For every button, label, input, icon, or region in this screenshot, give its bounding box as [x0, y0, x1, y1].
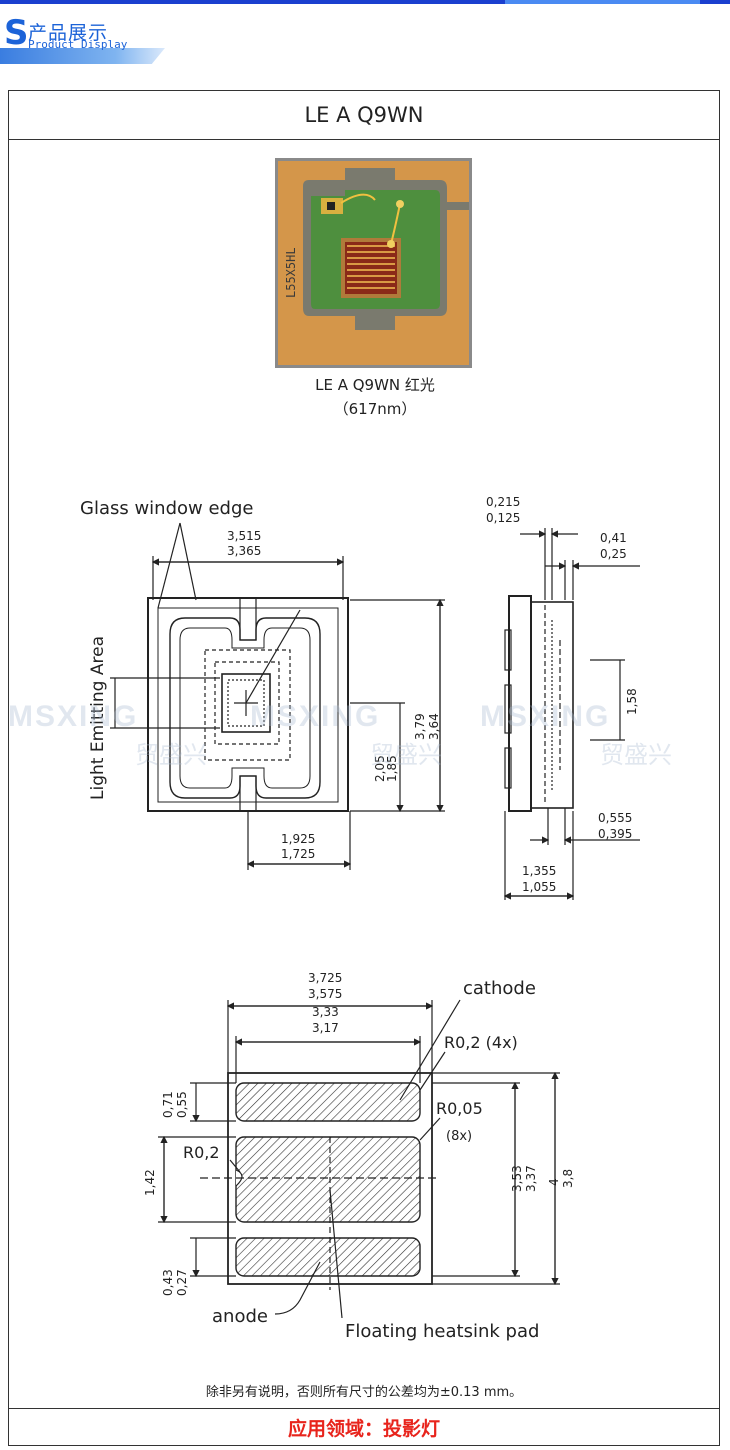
dim-center-max: 2,05	[373, 755, 387, 782]
label-r005: R0,05	[436, 1099, 483, 1118]
label-cathode: cathode	[463, 978, 536, 999]
dim-side-c: 1,58	[625, 688, 639, 715]
product-wavelength: （617nm）	[333, 400, 417, 418]
dim-pad-w1-min: 3,575	[308, 987, 342, 1001]
led-chip-photo: L55X5HL	[275, 158, 472, 368]
chip-marking: L55X5HL	[284, 247, 298, 298]
dim-pad-h1-min: 0,55	[175, 1091, 189, 1118]
dim-side-a-min: 0,125	[486, 511, 520, 525]
product-title: LE A Q9WN	[9, 91, 719, 140]
dim-top-width-max: 3,515	[227, 529, 261, 543]
side-view	[503, 528, 640, 900]
header-letter: S	[4, 13, 29, 53]
watermark-brand-cn: 贸盛兴	[135, 741, 207, 769]
header-title-cn: 产品展示	[28, 22, 109, 44]
label-glass-window-edge: Glass window edge	[80, 498, 253, 519]
watermark-brand-cn: 贸盛兴	[370, 741, 442, 769]
top-view	[110, 522, 445, 870]
label-light-emitting-area: Light Emitting Area	[88, 636, 108, 800]
dim-pad-w2-max: 3,33	[312, 1005, 339, 1019]
dim-pad-v2-max: 4	[547, 1178, 561, 1186]
watermark-brand-cn: 贸盛兴	[600, 741, 672, 769]
dim-side-b-max: 0,41	[600, 531, 627, 545]
label-anode: anode	[212, 1306, 268, 1327]
label-r005-8x: (8x)	[446, 1129, 472, 1144]
dim-pad-w1-max: 3,725	[308, 971, 342, 985]
product-table: LE A Q9WN 应用领域：投影灯	[8, 90, 720, 1446]
watermark-brand: MSXING	[480, 700, 611, 733]
application-field: 应用领域：投影灯	[9, 1408, 719, 1445]
dim-pad-h3-max: 0,43	[161, 1269, 175, 1296]
top-rule	[0, 0, 730, 4]
tolerance-note: 除非另有说明，否则所有尺寸的公差均为±0.13 mm。	[205, 1385, 523, 1400]
footprint-view	[158, 999, 560, 1319]
dim-side-a-max: 0,215	[486, 495, 520, 509]
top-rule-accent	[505, 0, 700, 4]
dim-side-d-min: 0,395	[598, 827, 632, 841]
label-r02-4x: R0,2 (4x)	[444, 1033, 518, 1052]
dim-pad-v1-min: 3,37	[524, 1165, 538, 1192]
header-title-en: Product Display	[28, 38, 128, 51]
header-band	[0, 48, 165, 64]
dim-center-min: 1,85	[385, 755, 399, 782]
dim-height-min: 3,64	[427, 713, 441, 740]
dim-top-width-min: 3,365	[227, 544, 261, 558]
dim-height-max: 3,79	[413, 713, 427, 740]
dim-side-d-max: 0,555	[598, 811, 632, 825]
watermark-brand: MSXING	[8, 700, 139, 733]
watermark-brand: MSXING	[250, 700, 381, 733]
product-caption: LE A Q9WN 红光	[315, 376, 435, 394]
dim-side-e-min: 1,055	[522, 880, 556, 894]
dim-pad-v1-max: 3,53	[510, 1165, 524, 1192]
label-r02: R0,2	[183, 1143, 220, 1162]
dim-pad-h3-min: 0,27	[175, 1269, 189, 1296]
dim-pad-w2-min: 3,17	[312, 1021, 339, 1035]
dim-offset-min: 1,725	[281, 847, 315, 861]
dim-pad-h2: 1,42	[143, 1169, 157, 1196]
dim-pad-v2-min: 3,8	[561, 1169, 575, 1188]
dimension-drawing: Glass window edge Light Emitting Area 3,…	[80, 495, 640, 1342]
dim-pad-h1-max: 0,71	[161, 1091, 175, 1118]
dim-side-b-min: 0,25	[600, 547, 627, 561]
label-heatsink-pad: Floating heatsink pad	[345, 1321, 539, 1342]
dim-offset-max: 1,925	[281, 832, 315, 846]
section-header: S 产品展示 Product Display	[0, 8, 170, 64]
dim-side-e-max: 1,355	[522, 864, 556, 878]
